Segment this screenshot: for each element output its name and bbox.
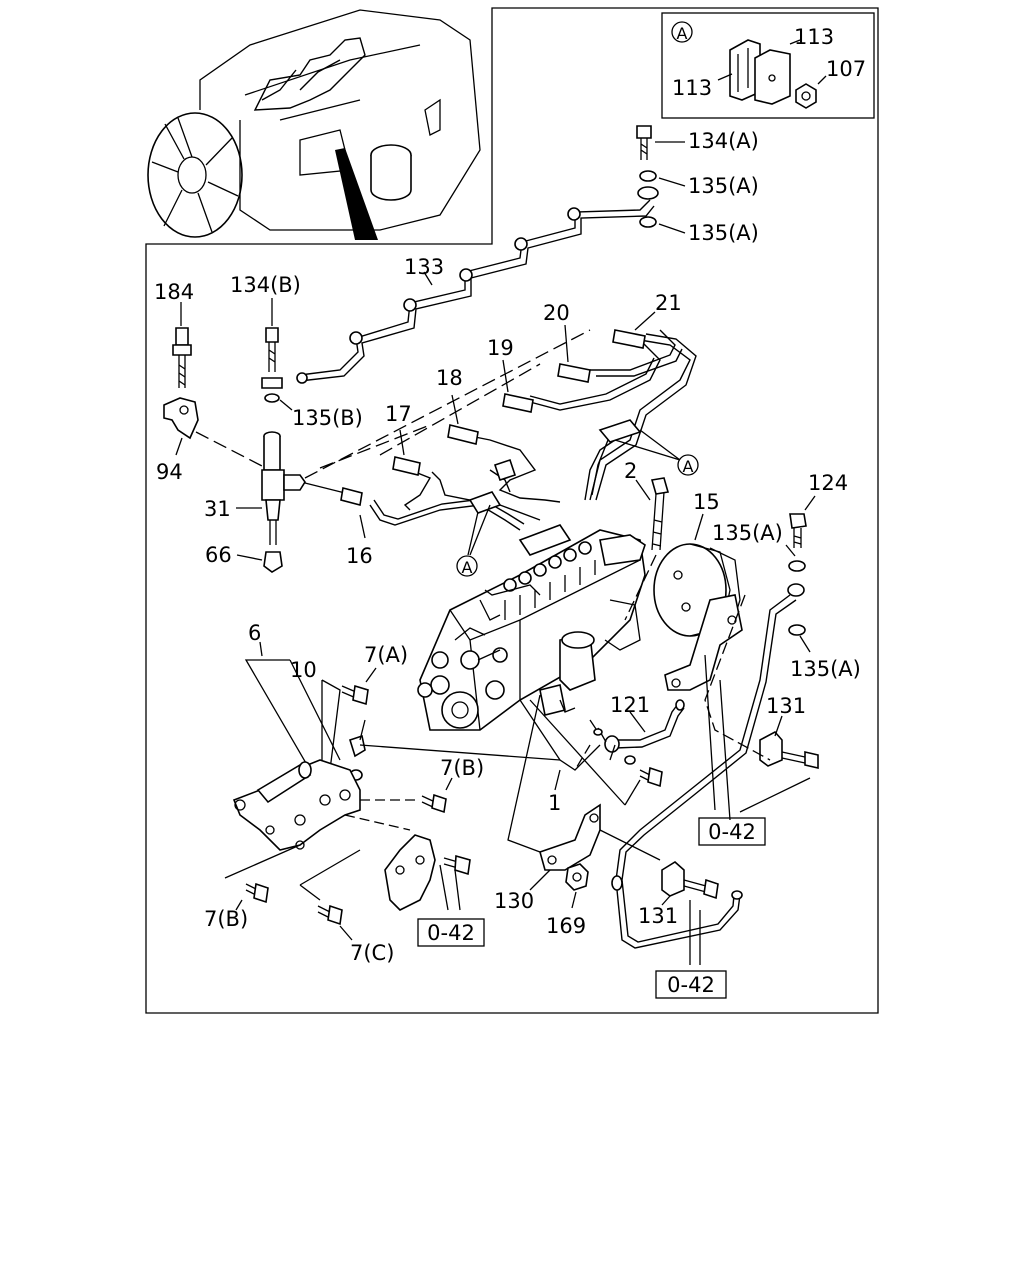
washer-135a-right-upper	[788, 560, 806, 572]
bushing-10	[349, 734, 366, 758]
clip-131-lower	[661, 861, 685, 897]
marker-a-bottom	[456, 555, 478, 577]
bolt-7a	[341, 684, 369, 706]
pump-bracket	[664, 594, 743, 691]
ref-box-0-42-left	[417, 918, 485, 947]
support-bracket-lower	[384, 834, 436, 911]
label-121: 121	[610, 693, 650, 717]
label-135a-right-lower: 135(A)	[790, 657, 861, 681]
label-7b-upper: 7(B)	[440, 756, 484, 780]
label-2: 2	[624, 459, 637, 483]
washer-135a-lower	[639, 216, 657, 228]
label-7c: 7(C)	[350, 941, 394, 965]
label-21: 21	[655, 291, 682, 315]
stud-bolt-184	[172, 327, 192, 388]
label-107: 107	[826, 57, 866, 81]
clamp-94	[163, 397, 199, 440]
marker-a-right-text: A	[683, 457, 694, 476]
label-130: 130	[494, 889, 534, 913]
pump-mounting-bracket-6	[232, 759, 361, 851]
banjo-bolt-134a	[636, 125, 652, 160]
nut-169	[565, 863, 589, 891]
bolt-131-lower	[683, 878, 719, 900]
label-6: 6	[248, 621, 261, 645]
nut-107	[795, 83, 817, 109]
ref-text-0-42-bottom: 0-42	[667, 973, 715, 997]
clip-113-right	[754, 49, 791, 105]
label-133: 133	[404, 255, 444, 279]
bolt-7b-upper	[421, 793, 447, 814]
diagram-frame	[145, 7, 879, 1014]
nozzle-seal-66	[263, 551, 283, 573]
label-7a: 7(A)	[364, 643, 408, 667]
label-131-upper: 131	[766, 694, 806, 718]
washer-135a-right-lower	[788, 624, 806, 636]
injection-nozzle-31	[261, 431, 306, 545]
injection-pump-body	[417, 524, 646, 731]
injection-pipes	[304, 329, 697, 531]
washer-135a-upper	[639, 170, 657, 182]
inset-marker: A	[677, 24, 688, 43]
label-184: 184	[154, 280, 194, 304]
ref-box-0-42-right	[698, 817, 766, 846]
label-31: 31	[204, 497, 231, 521]
label-20: 20	[543, 301, 570, 325]
bolt-7c	[317, 904, 343, 926]
bolt-lower-bracket	[443, 854, 471, 876]
overflow-pipe	[615, 594, 797, 949]
label-135a-upper: 135(A)	[688, 174, 759, 198]
label-131-lower: 131	[638, 904, 678, 928]
clip-131-upper	[759, 730, 783, 767]
label-113-top: 113	[794, 25, 834, 49]
label-169: 169	[546, 914, 586, 938]
inset-detail-a: A 113 113 107	[661, 12, 875, 119]
label-134b: 134(B)	[230, 273, 301, 297]
label-134a: 134(A)	[688, 129, 759, 153]
ref-text-0-42-right: 0-42	[708, 820, 756, 844]
label-135b: 135(B)	[292, 406, 363, 430]
label-94: 94	[156, 460, 183, 484]
label-1: 1	[548, 791, 561, 815]
label-124: 124	[808, 471, 848, 495]
ref-text-0-42-left: 0-42	[427, 921, 475, 945]
label-15: 15	[693, 490, 720, 514]
bolt-near-pump	[639, 766, 663, 788]
label-16: 16	[346, 544, 373, 568]
label-113-left: 113	[672, 76, 712, 100]
stud-2	[650, 477, 670, 551]
label-135a-right-upper: 135(A)	[712, 521, 783, 545]
bolt-134b	[261, 327, 283, 403]
bolt-131-upper	[781, 750, 819, 770]
label-66: 66	[205, 543, 232, 567]
pipe-121	[614, 703, 685, 749]
marker-a-bottom-text: A	[462, 558, 473, 577]
ref-box-0-42-bottom	[655, 970, 727, 999]
label-135a-lower: 135(A)	[688, 221, 759, 245]
label-7b-lower: 7(B)	[204, 907, 248, 931]
engine-overview-sketch	[147, 9, 481, 240]
label-17: 17	[385, 402, 412, 426]
label-18: 18	[436, 366, 463, 390]
bolt-124	[789, 513, 807, 548]
label-19: 19	[487, 336, 514, 360]
label-10: 10	[290, 658, 317, 682]
bolt-7b-lower	[245, 882, 269, 904]
marker-a-right	[677, 454, 699, 476]
